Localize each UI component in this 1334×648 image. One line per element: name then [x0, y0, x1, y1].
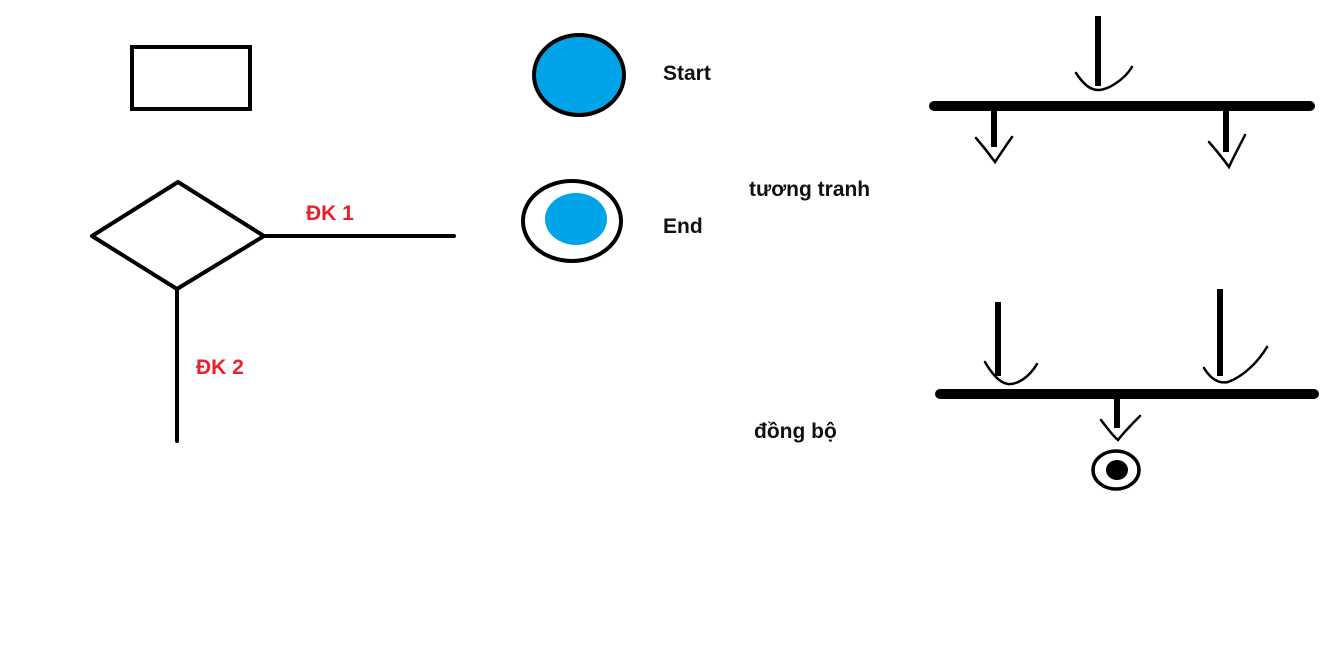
join-incoming-arrow-left-head	[983, 360, 1039, 386]
activity-rectangle	[130, 45, 252, 111]
join-incoming-arrow-right-head	[1202, 345, 1269, 384]
branch-1-label: ĐK 1	[306, 202, 354, 225]
branch-2-label: ĐK 2	[196, 356, 244, 379]
fork-outgoing-arrow-right-head	[1207, 133, 1247, 170]
fork-bar-group: tương tranh	[749, 16, 1315, 201]
decision-node: ĐK 1 ĐK 2	[90, 180, 456, 443]
fork-outgoing-arrow-left-head	[974, 135, 1014, 165]
fork-label: tương tranh	[749, 178, 870, 201]
join-final-node-inner	[1106, 460, 1128, 480]
end-node: End	[521, 179, 703, 263]
start-node: Start	[532, 33, 711, 117]
fork-incoming-arrow-head	[1074, 65, 1134, 92]
start-label: Start	[663, 62, 711, 85]
join-bar-group: đồng bộ	[754, 289, 1319, 491]
join-outgoing-arrow-head	[1099, 414, 1142, 442]
decision-diamond	[90, 180, 266, 291]
end-inner-circle	[545, 193, 607, 245]
join-label: đồng bộ	[754, 420, 837, 443]
start-circle	[532, 33, 626, 117]
end-label: End	[663, 215, 703, 238]
